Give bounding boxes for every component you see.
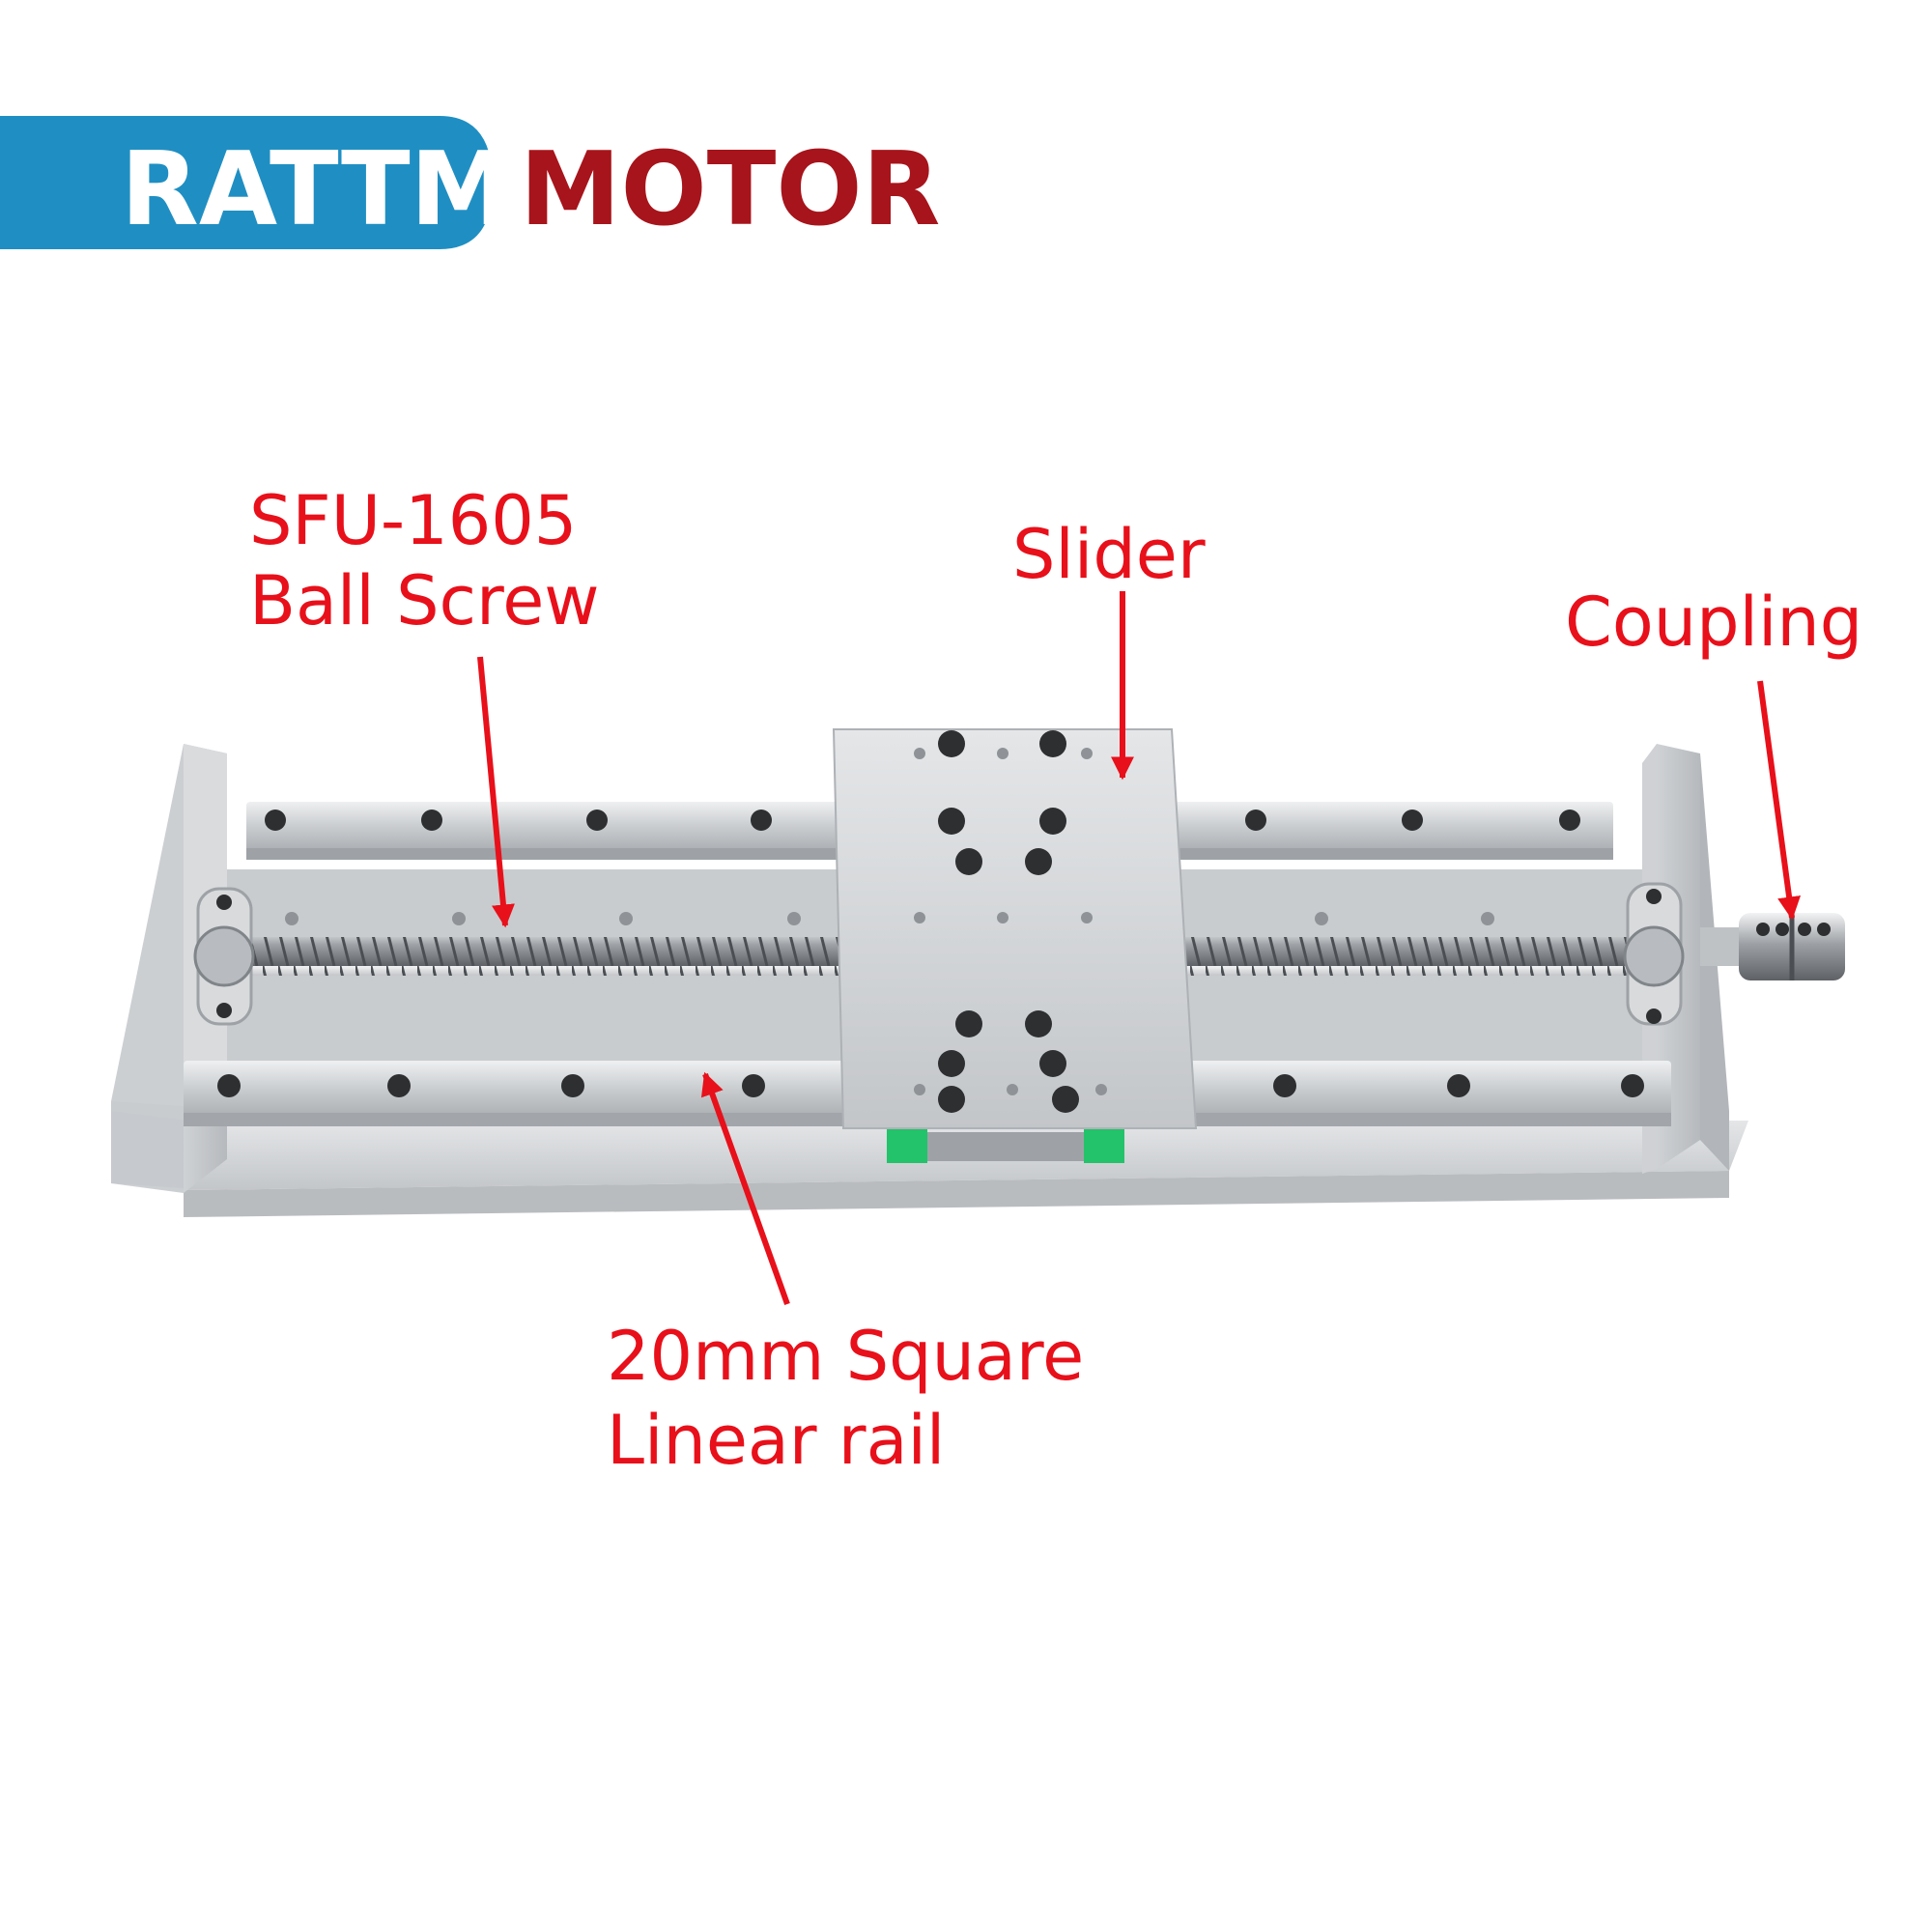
linear-module bbox=[111, 728, 1845, 1217]
bearing-block-left bbox=[887, 1128, 927, 1163]
ball-screw-label-line2: Ball Screw bbox=[249, 561, 600, 640]
slider-carriage bbox=[832, 728, 1198, 1163]
slider-plate bbox=[832, 728, 1198, 1129]
ball-screw-label-line1: SFU-1605 bbox=[249, 481, 577, 560]
left-bearing-support bbox=[193, 887, 255, 1026]
annotation-arrows bbox=[477, 591, 1802, 1306]
linear-rail-label-line2: Linear rail bbox=[607, 1401, 945, 1480]
brand-header: RATTM MOTOR bbox=[0, 116, 940, 249]
brand-right-word: MOTOR bbox=[520, 130, 940, 248]
right-bearing-support bbox=[1623, 882, 1685, 1026]
brand-left-word: RATTM bbox=[121, 130, 511, 248]
ball-screw-arrow bbox=[477, 656, 515, 928]
slider-holes bbox=[914, 748, 1107, 1095]
shaft-coupling bbox=[1700, 913, 1845, 980]
linear-rail-label-line1: 20mm Square bbox=[607, 1317, 1084, 1396]
floor-holes bbox=[285, 912, 1494, 925]
front-rail-bolts bbox=[217, 1074, 1644, 1097]
linear-rail-arrow bbox=[700, 1071, 790, 1306]
base-plate-front bbox=[184, 1171, 1729, 1217]
slider-bolts bbox=[938, 730, 1079, 1113]
coupling-label: Coupling bbox=[1565, 582, 1862, 662]
annotation-labels: SFU-1605 Ball Screw Slider Coupling 20mm… bbox=[249, 481, 1862, 1480]
brand-badge bbox=[0, 116, 493, 249]
slider-label: Slider bbox=[1012, 515, 1206, 594]
left-end-plate-side bbox=[111, 744, 184, 1193]
back-rail-bolts bbox=[265, 810, 1580, 831]
left-end-plate-top bbox=[111, 744, 227, 1125]
coupling-arrow bbox=[1757, 680, 1802, 921]
bearing-block-right bbox=[1084, 1128, 1124, 1163]
